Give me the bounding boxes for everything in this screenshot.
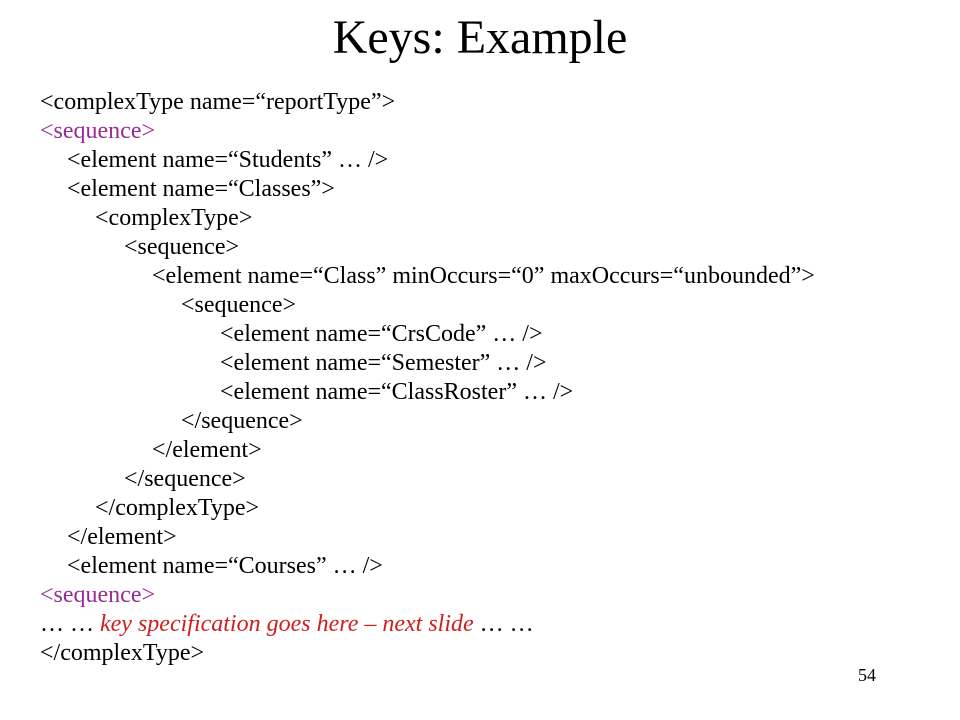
code-line-key-placeholder: … … key specification goes here – next s… [40,610,534,638]
code-line-inner-sequence-open: <sequence> [124,234,240,260]
code-line-inner-complextype-close: </complexType> [95,495,260,521]
code-line-class-sequence-close: </sequence> [181,408,303,434]
code-line-complextype-close: </complexType> [40,640,205,666]
page-number: 54 [858,665,876,685]
code-line-sequence-close: <sequence> [40,582,156,608]
key-specification-note: key specification goes here – next slide [100,611,474,637]
code-line-sequence-open: <sequence> [40,118,156,144]
ellipsis-leading: … … [40,611,100,637]
code-line-element-class: <element name=“Class” minOccurs=“0” maxO… [152,263,815,289]
code-line-element-students: <element name=“Students” … /> [67,147,389,173]
code-line-element-classes: <element name=“Classes”> [67,176,335,202]
slide-title: Keys: Example [332,11,628,64]
code-line-element-crscode: <element name=“CrsCode” … /> [220,321,543,347]
code-line-element-semester: <element name=“Semester” … /> [220,350,547,376]
code-line-complextype-open: <complexType name=“reportType”> [40,89,396,115]
code-line-inner-complextype-open: <complexType> [95,205,253,231]
code-line-class-sequence-open: <sequence> [181,292,297,318]
code-line-element-courses: <element name=“Courses” … /> [67,553,383,579]
ellipsis-trailing: … … [473,611,534,637]
code-line-element-classroster: <element name=“ClassRoster” … /> [220,379,574,405]
code-line-element-class-close: </element> [152,437,262,463]
code-line-inner-sequence-close: </sequence> [124,466,246,492]
code-line-element-classes-close: </element> [67,524,177,550]
